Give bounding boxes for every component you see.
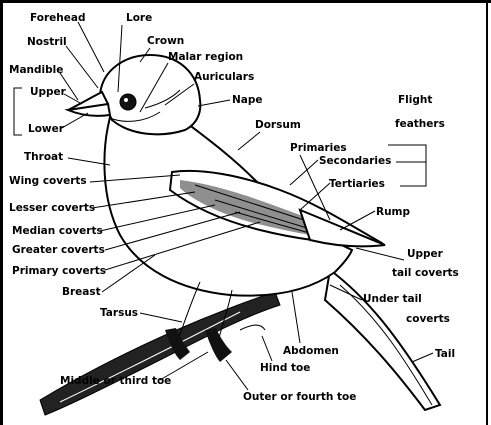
label-under-tail: Under tail (363, 293, 422, 305)
leader-primary-coverts (105, 222, 260, 270)
label-coverts: coverts (406, 313, 450, 325)
leader-abdomen (292, 292, 300, 343)
leader-middle-toe (160, 352, 208, 380)
label-lesser-coverts: Lesser coverts (9, 202, 95, 214)
label-abdomen: Abdomen (283, 345, 339, 357)
label-auriculars: Auriculars (194, 71, 254, 83)
label-malar-region: Malar region (168, 51, 243, 63)
leader-malar (140, 63, 168, 112)
label-throat: Throat (24, 151, 63, 163)
leader-outer-toe (226, 360, 248, 390)
bracket-bill (14, 88, 22, 135)
label-tarsus: Tarsus (100, 307, 138, 319)
leader-breast (102, 255, 155, 292)
label-primary-coverts: Primary coverts (12, 265, 106, 277)
label-primaries: Primaries (290, 142, 347, 154)
leader-under-tail (330, 285, 362, 300)
label-flight: Flight (398, 94, 432, 106)
label-lore: Lore (126, 12, 152, 24)
label-forehead: Forehead (30, 12, 85, 24)
leader-tail (412, 353, 433, 362)
leader-lesser-coverts (92, 192, 195, 208)
leader-rump (340, 211, 375, 230)
leader-upper-bill (64, 94, 82, 104)
label-tail: Tail (435, 348, 455, 360)
label-hind-toe: Hind toe (260, 362, 310, 374)
label-feathers: feathers (395, 118, 445, 130)
label-tail-coverts: tail coverts (392, 267, 459, 279)
label-nostril: Nostril (27, 36, 67, 48)
label-dorsum: Dorsum (255, 119, 301, 131)
leader-nape (198, 100, 230, 106)
leader-lore (118, 25, 122, 92)
leader-crown (140, 48, 150, 62)
leader-throat (68, 158, 110, 165)
label-outer-toe: Outer or fourth toe (243, 391, 356, 403)
leader-upper-tail-coverts (356, 248, 404, 260)
label-wing-coverts: Wing coverts (9, 175, 87, 187)
label-middle-toe: Middle or third toe (60, 375, 171, 387)
label-crown: Crown (147, 35, 184, 47)
leader-hind-toe (262, 336, 272, 361)
label-greater-coverts: Greater coverts (12, 244, 105, 256)
leader-greater-coverts (105, 212, 240, 250)
leader-wing-coverts (90, 175, 180, 182)
label-rump: Rump (376, 206, 411, 218)
leader-median-coverts (100, 205, 215, 231)
label-tertiaries: Tertiaries (329, 178, 385, 190)
label-upper-tail: Upper (407, 248, 444, 260)
label-secondaries: Secondaries (319, 155, 391, 167)
leader-lower-bill (60, 113, 88, 129)
leader-auriculars (165, 84, 194, 105)
label-upper: Upper (30, 86, 67, 98)
bracket-flight-feathers (388, 145, 426, 186)
label-mandible: Mandible (9, 64, 63, 76)
label-breast: Breast (62, 286, 101, 298)
label-nape: Nape (232, 94, 263, 106)
leader-forehead (78, 22, 104, 72)
leader-dorsum (238, 132, 260, 150)
leader-tarsus (140, 313, 182, 322)
label-median-coverts: Median coverts (12, 225, 103, 237)
label-lower: Lower (28, 123, 65, 135)
